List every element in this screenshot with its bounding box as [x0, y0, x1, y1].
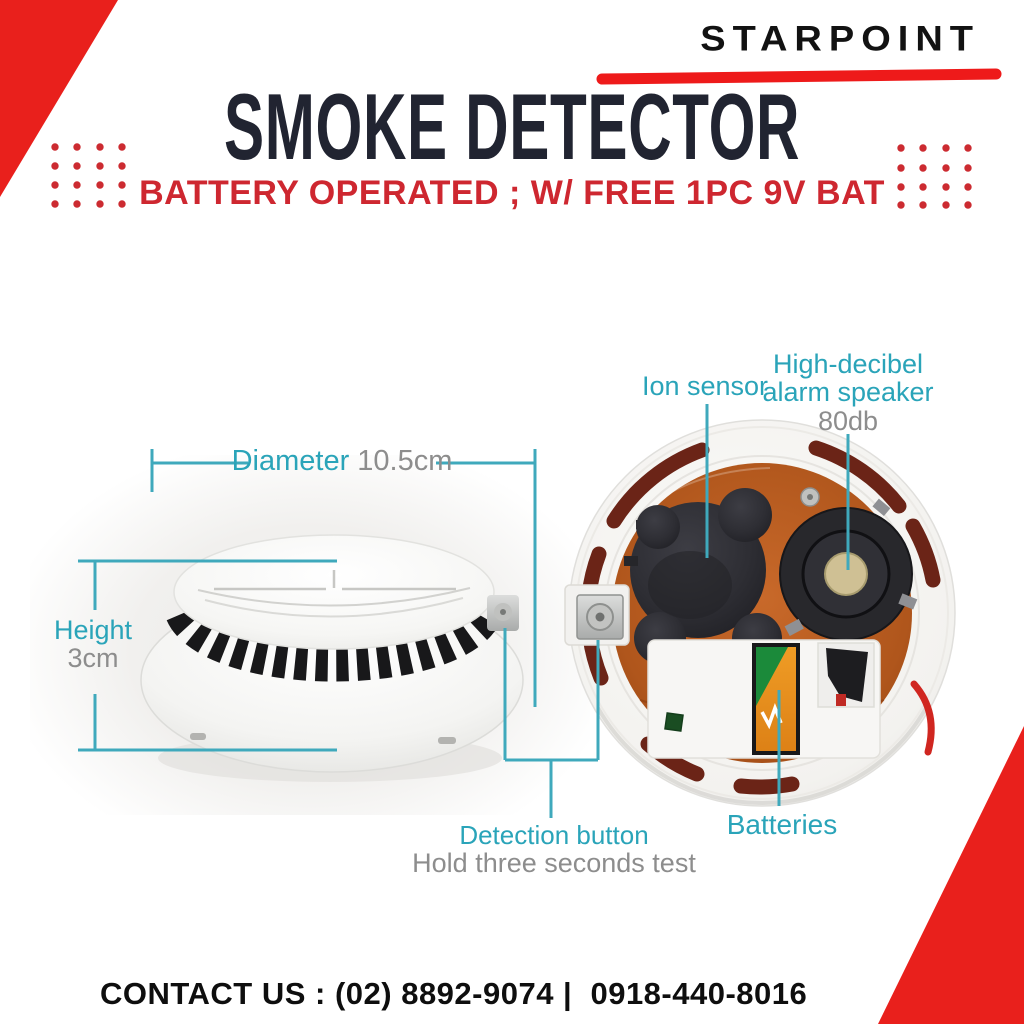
height-label: Height 3cm [54, 616, 132, 673]
speaker-label-line2: alarm speaker [762, 377, 934, 408]
batteries-label: Batteries [726, 809, 838, 840]
page-subtitle: BATTERY OPERATED ; W/ FREE 1PC 9V BAT [139, 174, 885, 212]
logo-underline [596, 68, 1002, 85]
red-wire [910, 680, 935, 756]
led-indicator [664, 712, 684, 732]
side-screw-icon [487, 595, 519, 631]
subtitle-wrap: BATTERY OPERATED ; W/ FREE 1PC 9V BAT [0, 174, 1024, 213]
speaker-label-line1: High-decibel [772, 349, 924, 379]
ion-sensor-label: Ion sensor [641, 371, 769, 401]
battery-connector [826, 648, 868, 702]
height-dimension-line [78, 559, 337, 752]
battery-compartment [647, 639, 881, 759]
diameter-value: 10.5cm [357, 445, 453, 477]
bottom-right-triangle [878, 726, 1024, 1024]
detection-label-text: Detection button [459, 820, 649, 850]
diameter-dimension-line [150, 449, 537, 707]
height-label-text: Height [53, 615, 133, 645]
detection-button-label: Detection button Hold three seconds test [412, 820, 696, 879]
detection-screw-icon [564, 584, 630, 646]
vent-slats [166, 602, 502, 682]
brand-logo: STARPOINT [700, 20, 980, 59]
title-wrap: SMOKE DETECTOR [0, 74, 1024, 179]
speaker-label: High-decibel alarm speaker 80db [762, 350, 933, 435]
dot-grid-left [51, 143, 126, 208]
detection-sub-text: Hold three seconds test [412, 848, 696, 879]
smoke-detector-internal-view [564, 419, 956, 807]
dot-grid-right [897, 144, 972, 209]
diameter-label: Diameter 10.5cm [232, 446, 453, 476]
detection-button-callout [503, 628, 600, 818]
vent-slot-arcs [581, 440, 941, 795]
height-value: 3cm [67, 643, 119, 674]
alarm-speaker [779, 498, 918, 641]
page-title: SMOKE DETECTOR [223, 74, 801, 179]
speaker-value: 80db [817, 405, 879, 436]
smoke-detector-side-view [140, 534, 524, 782]
contact-info: CONTACT US : (02) 8892-9074 | 0918-440-8… [100, 976, 808, 1011]
callout-lines [78, 404, 850, 818]
diameter-label-text: Diameter [231, 445, 350, 477]
top-left-triangle [0, 0, 118, 197]
